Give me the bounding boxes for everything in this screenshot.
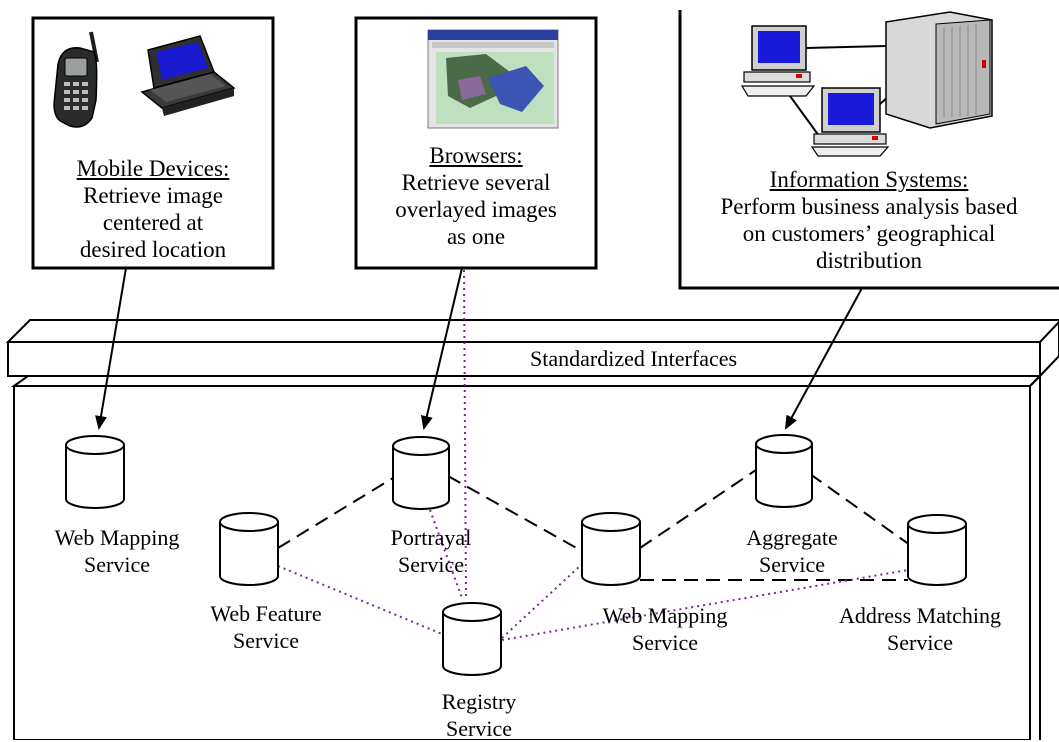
web-mapping-service-1-line-1: Web Mapping: [54, 525, 180, 550]
browsers-line-3: as one: [446, 224, 506, 249]
registry-service-line-1: Registry: [441, 689, 517, 714]
browsers-line-1: Retrieve several: [401, 170, 551, 195]
information-systems-label: Information Systems: Perform business an…: [684, 166, 1054, 274]
registry-service-line-2: Service: [446, 716, 512, 741]
registry-service-label: Registry Service: [404, 688, 554, 742]
services-platform: [10, 375, 1043, 740]
information-systems-title: Information Systems:: [769, 167, 969, 192]
portrayal-service-line-2: Service: [398, 552, 464, 577]
information-systems-line-1: Perform business analysis based: [720, 194, 1018, 219]
standardized-interfaces-label: Standardized Interfaces: [530, 346, 738, 371]
laptop-icon: [140, 35, 236, 116]
mobile-devices-label: Mobile Devices: Retrieve image centered …: [36, 155, 270, 263]
information-systems-arrow: [785, 287, 863, 430]
mobile-phone-icon: [53, 31, 99, 128]
computer-network-icon: [740, 11, 993, 157]
standardized-interfaces-bar: [5, 319, 1059, 379]
mobile-devices-line-2: centered at: [102, 210, 204, 235]
information-systems-line-3: distribution: [815, 248, 923, 273]
aggregate-service-line-1: Aggregate: [746, 525, 838, 550]
portrayal-service-label: Portrayal Service: [356, 524, 506, 578]
web-mapping-service-1-label: Web Mapping Service: [22, 524, 212, 578]
browsers-line-2: overlayed images: [395, 197, 557, 222]
mobile-devices-title: Mobile Devices:: [76, 156, 230, 181]
web-feature-service-line-2: Service: [233, 628, 299, 653]
browser-arrow: [420, 267, 463, 430]
web-mapping-service-2-line-2: Service: [632, 630, 698, 655]
address-matching-service-label: Address Matching Service: [806, 602, 1034, 656]
web-mapping-service-2-label: Web Mapping Service: [570, 602, 760, 656]
mobile-devices-line-3: desired location: [79, 237, 227, 262]
browsers-label: Browsers: Retrieve several overlayed ima…: [359, 142, 593, 250]
web-mapping-service-1-cylinder: [65, 435, 125, 509]
browsers-title: Browsers:: [429, 143, 523, 168]
aggregate-service-line-2: Service: [759, 552, 825, 577]
aggregate-service-label: Aggregate Service: [712, 524, 872, 578]
registry-service-cylinder: [442, 602, 502, 676]
browser-screenshot-icon: [427, 29, 559, 129]
web-mapping-service-1-line-2: Service: [84, 552, 150, 577]
address-matching-service-line-1: Address Matching: [839, 603, 1001, 628]
information-systems-line-2: on customers’ geographical: [742, 221, 996, 246]
mobile-devices-line-1: Retrieve image: [83, 183, 223, 208]
client-arrows: [95, 267, 863, 430]
portrayal-service-line-1: Portrayal: [390, 525, 472, 550]
mobile-arrow: [95, 267, 127, 430]
web-mapping-service-2-cylinder: [581, 512, 641, 586]
dashed-links: [277, 469, 911, 581]
web-mapping-service-2-line-1: Web Mapping: [602, 603, 728, 628]
portrayal-service-cylinder: [392, 436, 450, 510]
address-matching-service-line-2: Service: [887, 630, 953, 655]
aggregate-service-cylinder: [755, 434, 813, 508]
web-feature-service-line-1: Web Feature: [210, 601, 322, 626]
web-feature-service-label: Web Feature Service: [176, 600, 356, 654]
address-matching-service-cylinder: [907, 514, 967, 586]
information-systems-box: [678, 10, 1059, 290]
dotted-links: [277, 269, 909, 641]
web-feature-service-cylinder: [219, 512, 279, 586]
